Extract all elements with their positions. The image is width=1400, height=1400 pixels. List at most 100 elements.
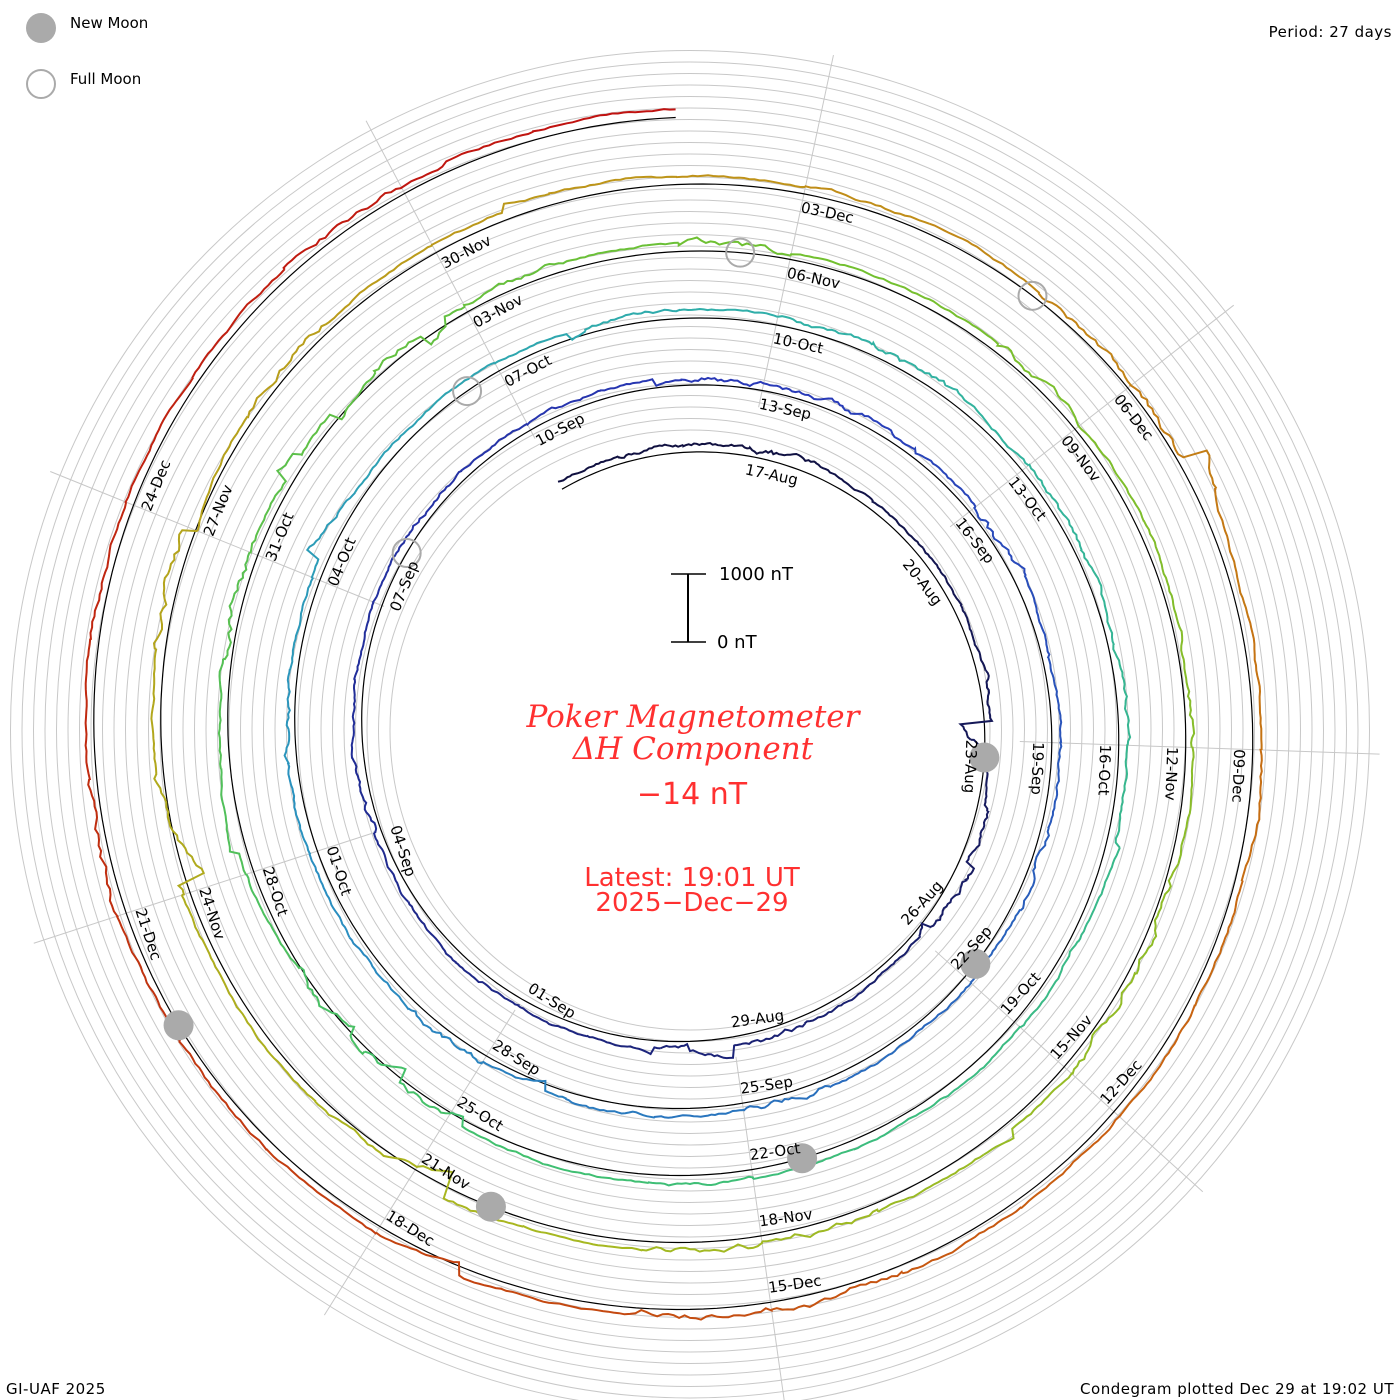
data-line-segment [676,174,806,188]
data-line-segment [815,462,874,502]
data-line-segment [617,443,684,459]
data-line-segment [220,768,247,876]
date-label: 16-Oct [1094,744,1114,796]
grid-spoke [949,304,1235,528]
data-line-segment [450,1111,544,1166]
data-line-segment [565,1097,655,1119]
data-line-segment [196,415,249,532]
data-line-segment [350,678,357,759]
data-line-segment [600,378,683,392]
data-line-segment [1047,741,1063,829]
data-line-segment [87,778,119,918]
data-line-segment [943,1025,1021,1099]
data-line-segment [586,1034,661,1056]
grid-ring [228,268,1152,1192]
data-line-segment [1020,1115,1122,1210]
grid-ring [263,303,1117,1157]
data-line-segment [1240,748,1263,882]
new-moon-marker [787,1143,818,1174]
grid-rings [10,50,1370,1400]
data-line-segment [371,531,412,604]
grid-ring [366,406,1014,1054]
data-line-segment [372,305,466,374]
data-line-segment [353,419,419,494]
grid-spoke [50,471,385,607]
grid-spoke [1019,741,1380,755]
grid-ring [33,73,1347,1387]
data-line-segment [150,648,158,775]
data-line-segment [286,762,312,855]
scale-bar: 1000 nT 0 nT [671,564,794,653]
data-line-segment [1077,424,1145,522]
data-line-segment [372,832,409,903]
data-line-segment [289,577,314,671]
data-line-segment [308,853,351,938]
data-line-segment [677,236,792,257]
full-moon-marker [1017,280,1048,311]
data-series [84,108,1263,1321]
current-value: −14 nT [637,777,748,812]
data-line-segment [1118,1004,1196,1118]
chart-title: Poker Magnetometer [526,699,862,735]
data-line-segment [679,307,779,318]
grid-ring [309,349,1071,1111]
data-line-segment [430,192,550,246]
data-line-segment [283,668,291,764]
grid-spoke [735,1056,785,1400]
data-line-segment [958,392,1030,467]
grid-ring [240,280,1140,1180]
data-line-segment [217,658,225,770]
data-line-segment [1177,746,1195,865]
data-line-segment [222,551,251,661]
data-line-segment [913,446,977,508]
grid-ring [332,372,1048,1088]
date-label: 13-Sep [757,395,812,424]
data-line-segment [1019,940,1079,1029]
data-line-segment [905,981,973,1043]
date-label: 23-Aug [960,740,980,794]
data-line-segment [557,455,619,483]
grid-ring [21,61,1359,1399]
footer-credit: GI-UAF 2025 [6,1380,106,1398]
data-line-segment [853,1096,946,1151]
date-label: 17-Aug [744,460,800,489]
data-line-segment [1247,616,1263,750]
data-line-segment [1079,549,1115,646]
date-label: 12-Nov [1161,747,1181,801]
data-line-segment [1023,574,1051,659]
date-label: 09-Dec [1228,749,1248,803]
grid-ring [56,96,1324,1364]
moon-markers [163,237,1048,1222]
data-line-segment [153,773,206,897]
data-line-segment [918,879,969,937]
data-line-segment [351,757,378,834]
data-line-segment [983,1072,1074,1156]
full-moon-marker [452,376,483,407]
grid-ring [343,383,1037,1077]
data-line-segment [1047,656,1063,744]
data-line-segment [407,901,457,963]
data-line-segment [877,1153,985,1213]
data-line-segment [748,445,817,464]
data-line-segment [742,1084,831,1112]
full-moon-legend-icon [26,69,56,99]
grid-ring [159,199,1221,1261]
data-line-segment [641,1241,764,1253]
grid-spoke [934,950,1204,1193]
grid-ring [79,119,1301,1341]
data-line-segment [653,1109,745,1119]
grid-ring [297,337,1083,1123]
grid-ring [217,257,1163,1203]
data-line-segment [482,1060,567,1100]
data-line-segment [548,175,678,195]
data-line-segment [375,1231,503,1290]
grid-ring [67,107,1313,1353]
date-label: 25-Sep [739,1073,794,1098]
grid-ring [182,222,1198,1238]
data-line-segment [635,1307,773,1321]
grid-ring [274,314,1106,1146]
data-line-segment [659,1042,736,1060]
data-line-segment [265,1148,377,1235]
